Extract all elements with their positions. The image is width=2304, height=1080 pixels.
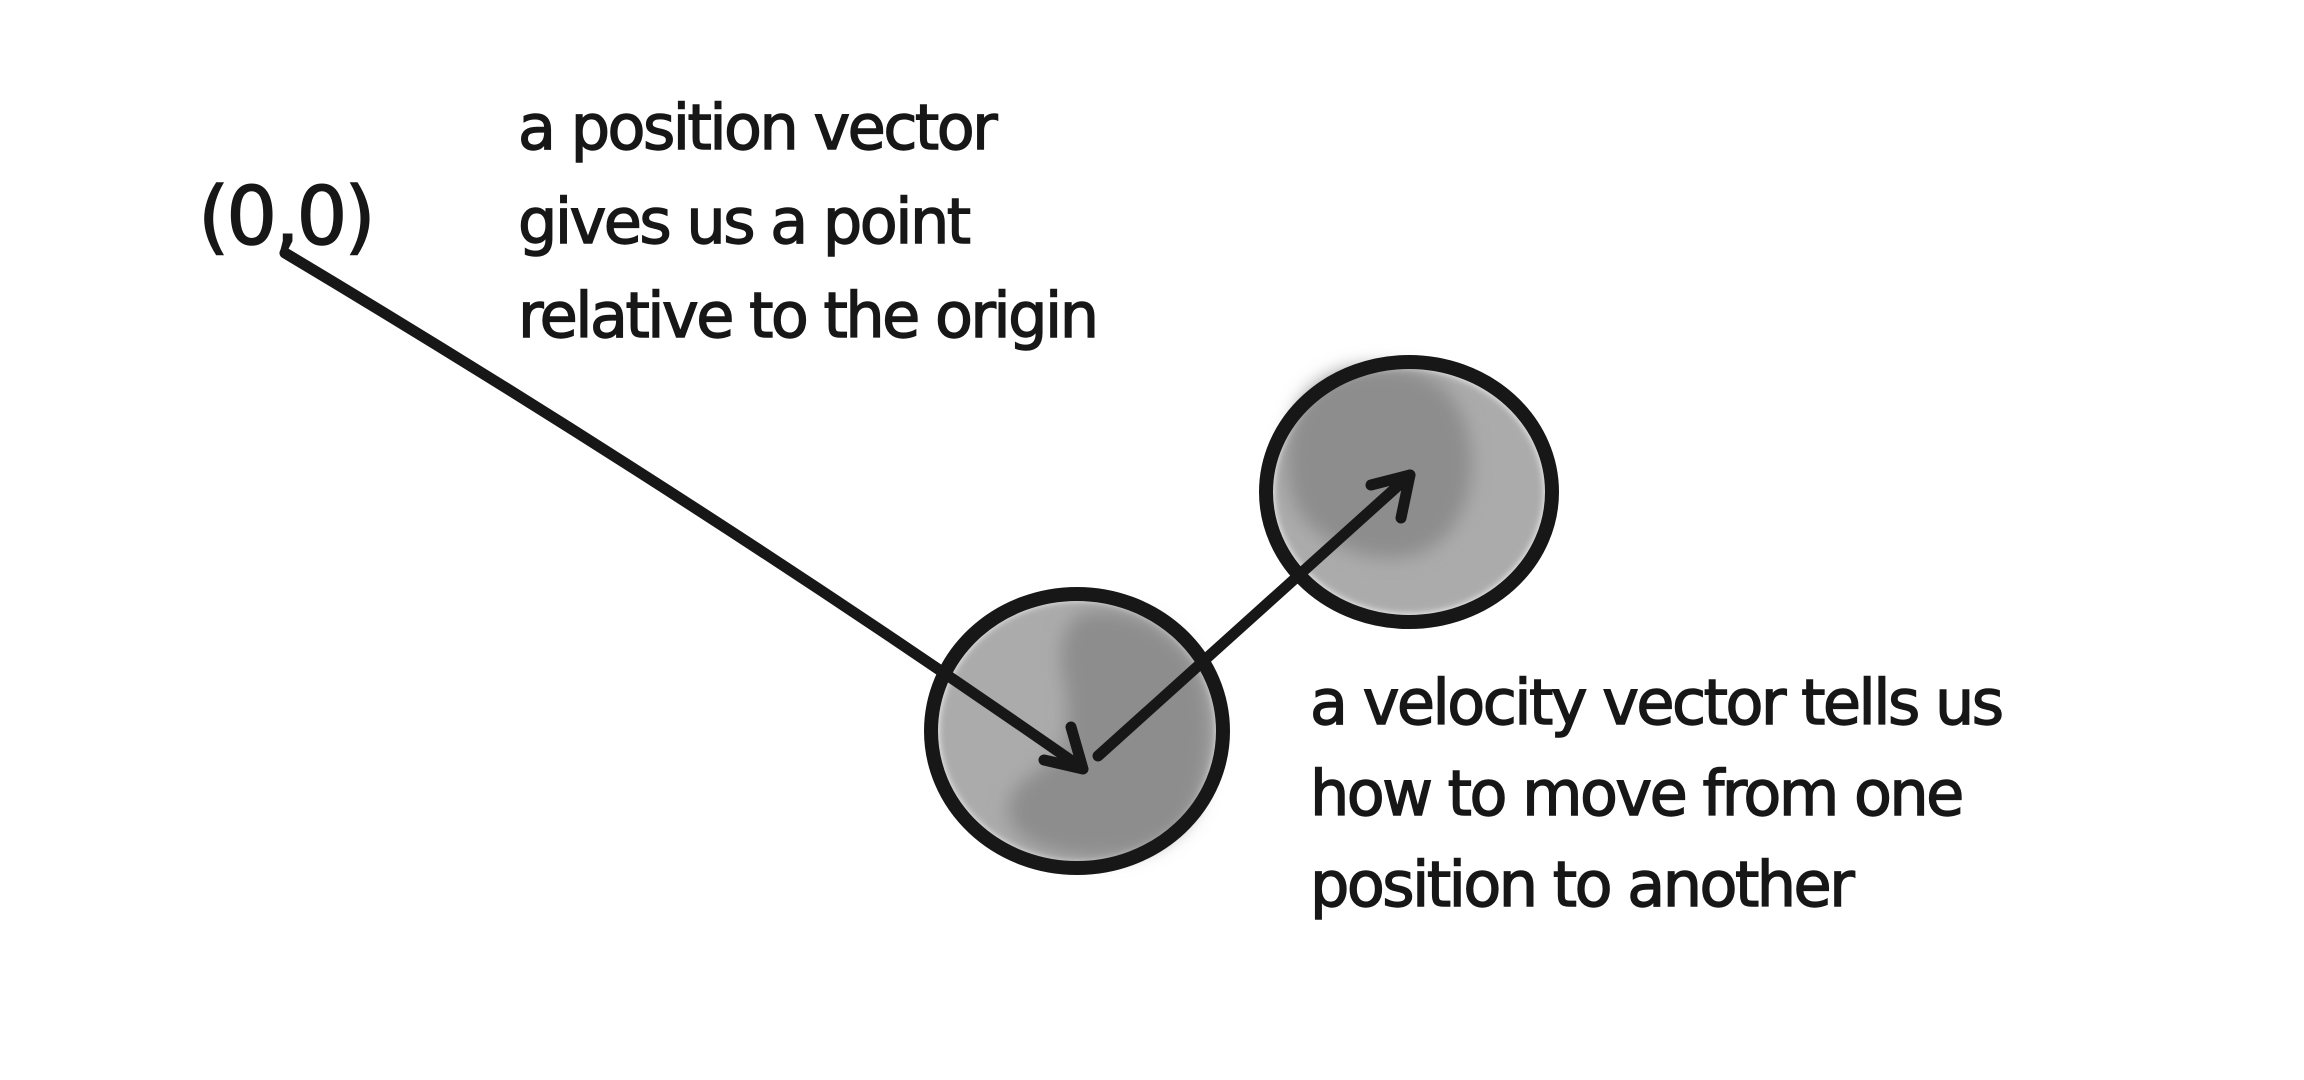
velocity-vector-shaft bbox=[1092, 469, 1416, 762]
velocity-vector-arrowhead bbox=[1365, 469, 1416, 524]
position-vector-arrow bbox=[279, 247, 1089, 775]
velocity-vector-arrow bbox=[1092, 469, 1416, 762]
position-vector-arrowhead bbox=[1038, 721, 1089, 775]
next-position-circle-outline bbox=[1259, 355, 1559, 629]
position-circle-shade-blob bbox=[1007, 610, 1211, 858]
origin-label: (0,0) bbox=[197, 169, 376, 263]
velocity-caption-line: position to another bbox=[1309, 847, 1855, 921]
position-caption-line: relative to the origin bbox=[517, 278, 1099, 352]
position-caption-line: gives us a point bbox=[517, 184, 971, 258]
next-position-circle-shade-blob bbox=[1287, 366, 1472, 559]
velocity-caption-line: a velocity vector tells us bbox=[1309, 665, 2004, 739]
position-circle-outline bbox=[924, 587, 1230, 875]
position-caption-line: a position vector bbox=[517, 90, 998, 164]
position-caption: a position vector gives us a point relat… bbox=[517, 81, 1099, 363]
position-vector-shaft bbox=[279, 247, 1088, 774]
velocity-caption: a velocity vector tells us how to move f… bbox=[1309, 657, 2004, 930]
velocity-caption-line: how to move from one bbox=[1309, 756, 1965, 830]
